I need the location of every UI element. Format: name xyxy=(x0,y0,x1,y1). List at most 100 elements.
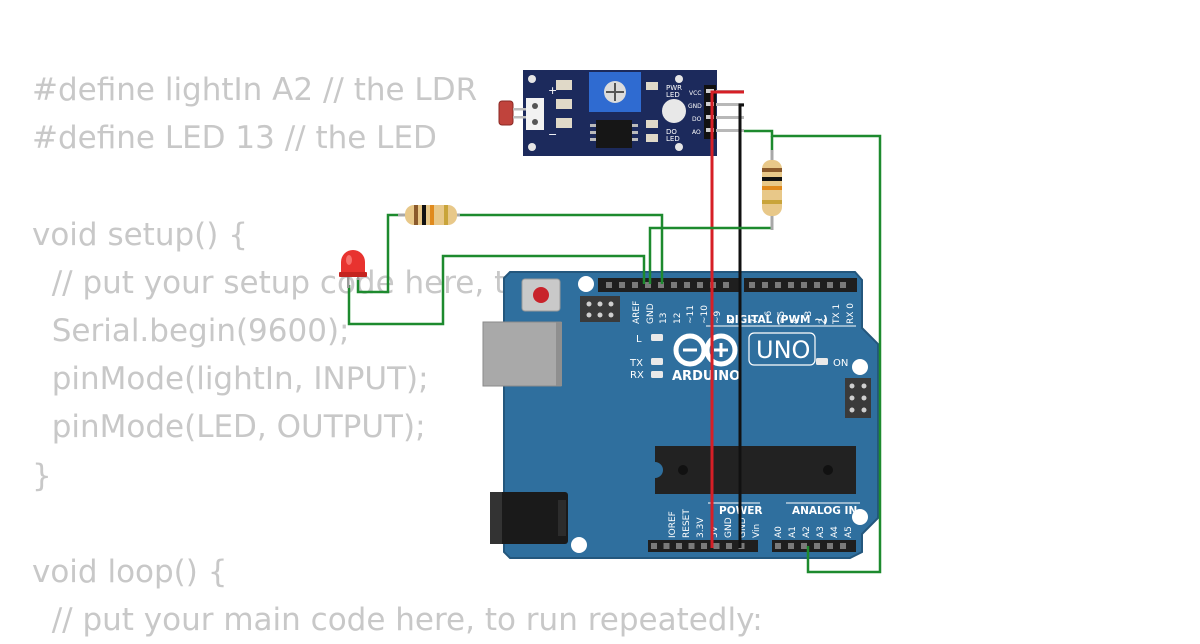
wire-gnd-to-gnd xyxy=(738,103,744,548)
header-pin-hole xyxy=(688,543,695,549)
header-pin-hole xyxy=(651,543,657,549)
module-pin-ao: AO xyxy=(692,129,701,136)
wire-led-anode xyxy=(356,213,400,294)
wire-vcc-to-5v xyxy=(710,90,744,548)
wire-ao-to-a2 xyxy=(744,129,882,574)
analog-pin-label: A4 xyxy=(830,526,840,538)
header-pin-hole xyxy=(827,282,833,288)
header-pin-hole xyxy=(726,543,732,549)
header-pin-hole xyxy=(676,543,682,549)
analog-pin-label: A3 xyxy=(816,526,826,538)
model-label: UNO xyxy=(756,336,810,364)
module-pin-gnd: GND xyxy=(688,103,702,110)
digital-pin-label: RX 0 xyxy=(846,303,856,324)
model-badge xyxy=(748,332,816,366)
header-pin-hole xyxy=(632,282,638,288)
digital-pin-label: ~5 xyxy=(777,311,787,324)
code-line: pinMode(LED, OUTPUT); xyxy=(32,409,426,446)
digital-header-label: DIGITAL (PWM ~) xyxy=(726,314,828,326)
module-pin-vcc: VCC xyxy=(689,90,701,97)
digital-pin-label: ~6 xyxy=(764,310,774,324)
do-led-label-1: DO xyxy=(666,128,677,136)
reset-button[interactable] xyxy=(521,278,561,312)
digital-pin-label: ~11 xyxy=(686,305,696,324)
header-pin-hole xyxy=(775,543,781,549)
module-pin-do: DO xyxy=(692,116,702,123)
analog-pin-label: A0 xyxy=(774,526,784,538)
code-line: } xyxy=(32,457,52,494)
power-on-led xyxy=(816,358,828,365)
header-pin-hole xyxy=(775,282,781,288)
digital-pin-label: AREF xyxy=(632,301,642,324)
led-label-l: L xyxy=(636,334,642,345)
code-line: #define lightIn A2 // the LDR xyxy=(32,72,478,108)
wire-led-cathode-to-gnd xyxy=(347,254,646,326)
digital-pin-label: 2 xyxy=(818,318,828,324)
ldr-connector xyxy=(526,98,544,130)
icsp-header-right xyxy=(845,378,871,418)
potentiometer[interactable] xyxy=(589,72,641,112)
digital-pin-label: 13 xyxy=(659,313,669,324)
digital-pin-label: 7 xyxy=(750,318,760,324)
header-pin-hole xyxy=(701,543,707,549)
arduino-logo xyxy=(673,333,738,367)
power-pin-label: 5V xyxy=(710,525,720,538)
digital-pin-label: 4 xyxy=(791,318,801,324)
mounting-hole xyxy=(852,509,868,525)
digital-pin-label: ~9 xyxy=(713,310,723,324)
code-line: pinMode(lightIn, INPUT); xyxy=(32,361,429,398)
header-pin-hole xyxy=(827,543,833,549)
led-label-tx: TX xyxy=(629,358,643,369)
wire-resistor-to-pin13 xyxy=(458,213,664,284)
digital-header xyxy=(598,278,857,292)
header-pin-hole xyxy=(723,282,729,288)
header-pin-hole xyxy=(697,282,703,288)
pwr-led-label-1: PWR xyxy=(666,84,682,92)
mounting-hole xyxy=(578,276,594,292)
header-pin-hole xyxy=(814,543,820,549)
microcontroller-chip xyxy=(655,446,856,494)
comparator-chip xyxy=(590,120,638,148)
power-pin-label: IOREF xyxy=(668,511,678,538)
header-pin-hole xyxy=(671,282,677,288)
header-pin-hole xyxy=(645,282,651,288)
header-pin-hole xyxy=(788,282,794,288)
header-pin-hole xyxy=(658,282,664,288)
brand-label: ARDUINO xyxy=(672,369,740,384)
digital-pin-label: 12 xyxy=(673,313,683,324)
code-listing: #define lightIn A2 // the LDR #define LED… xyxy=(32,66,763,644)
power-pin-label: RESET xyxy=(682,509,692,538)
digital-pin-label: TX 1 xyxy=(832,304,842,325)
pwr-led xyxy=(662,99,686,123)
header-pin-hole xyxy=(684,282,690,288)
do-led-label-2: LED xyxy=(666,135,680,143)
module-minus-label: − xyxy=(548,128,557,141)
header-pin-hole xyxy=(749,282,755,288)
code-line: #define LED 13 // the LED xyxy=(32,120,437,157)
power-pin-label: GND xyxy=(724,517,734,538)
power-pin-label: Vin xyxy=(752,524,762,538)
power-pin-label: GND xyxy=(738,517,748,538)
digital-pin-label: GND xyxy=(646,303,656,324)
digital-pin-label: ~10 xyxy=(700,305,710,324)
header-pin-hole xyxy=(840,282,846,288)
digital-pin-label: ~3 xyxy=(804,311,814,324)
module-plus-label: + xyxy=(548,84,557,97)
analog-header-label: ANALOG IN xyxy=(792,505,857,517)
mounting-hole xyxy=(852,359,868,375)
header-pin-hole xyxy=(840,543,846,549)
pwr-led-label-2: LED xyxy=(666,91,680,99)
red-led xyxy=(339,250,367,288)
icsp-header xyxy=(580,296,620,322)
header-pin-hole xyxy=(663,543,670,549)
code-line: void setup() { xyxy=(32,216,248,253)
header-pin-hole xyxy=(801,543,807,549)
header-pin-hole xyxy=(713,543,720,549)
code-line: void loop() { xyxy=(32,553,228,590)
dc-power-jack xyxy=(490,492,568,544)
code-line: Serial.begin(9600); xyxy=(32,312,350,349)
analog-pin-label: A1 xyxy=(788,526,798,538)
